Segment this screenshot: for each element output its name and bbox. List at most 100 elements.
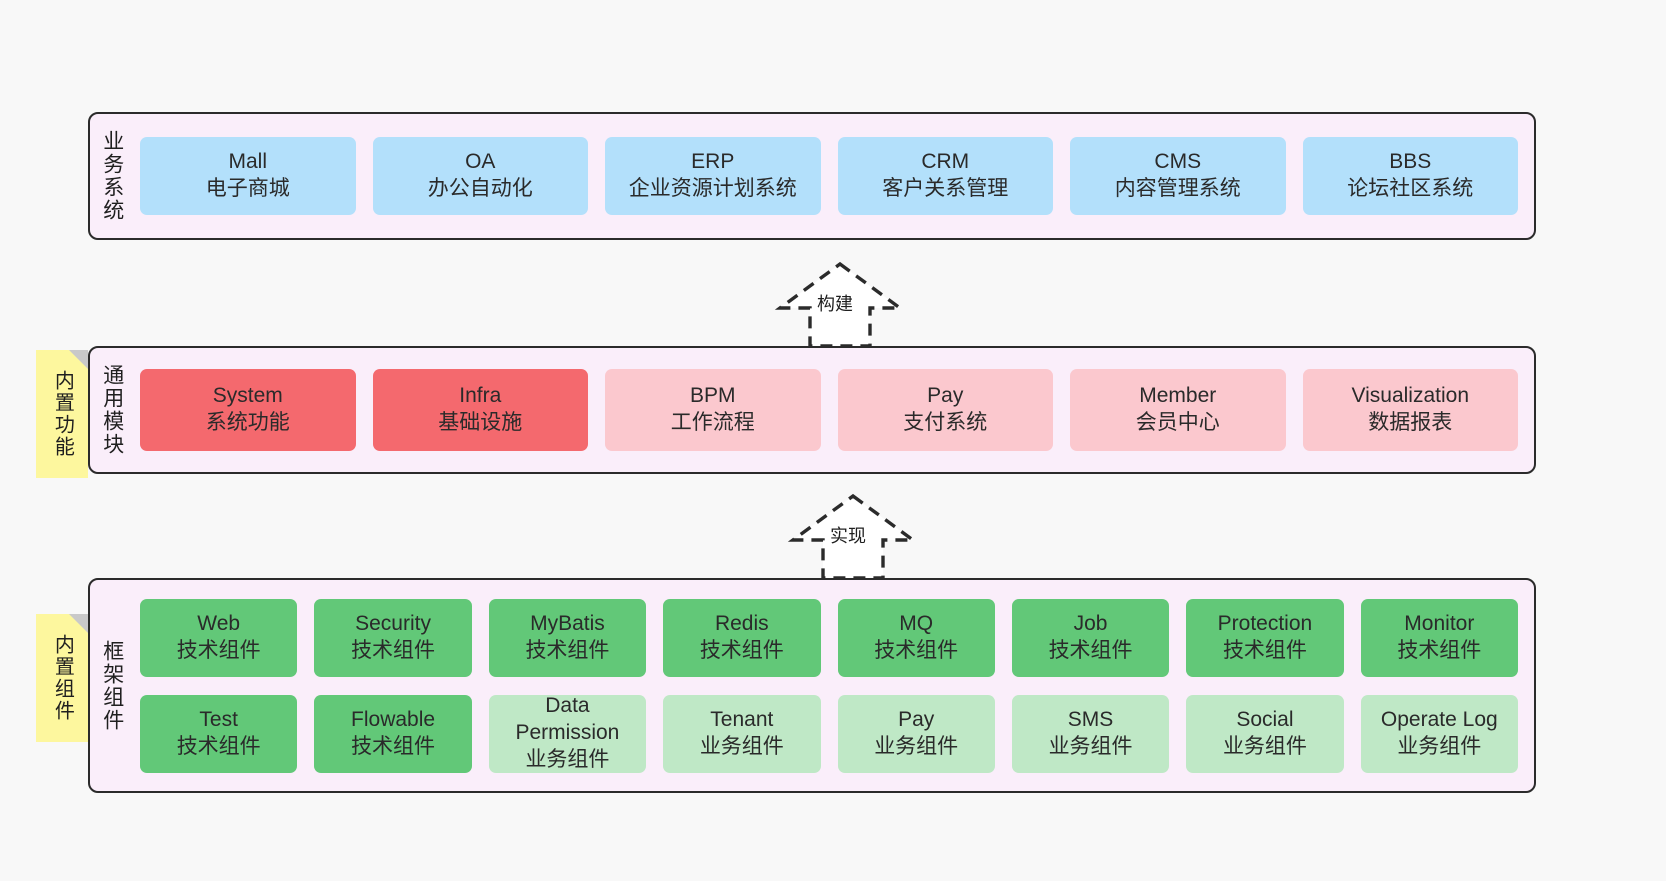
card-system[interactable]: System 系统功能 [140, 369, 356, 451]
card-title-cn: 业务组件 [525, 747, 610, 771]
card-title-cn: 工作流程 [670, 411, 755, 434]
arrow-build-label: 构建 [817, 294, 853, 314]
card-title-cn: 技术组件 [1397, 638, 1482, 662]
card-mq[interactable]: MQ 技术组件 [837, 598, 995, 677]
card-title-cn: 技术组件 [1222, 638, 1307, 662]
card-title-cn: 技术组件 [525, 638, 610, 662]
card-title-en: Infra [459, 384, 502, 408]
card-title-cn: 数据报表 [1368, 411, 1453, 434]
card-social[interactable]: Social 业务组件 [1186, 694, 1344, 773]
note-builtin-features: 内置功能 [36, 350, 88, 478]
card-title-cn: 会员中心 [1135, 411, 1220, 434]
note-builtin-components: 内置组件 [36, 614, 88, 742]
card-title-en: Test [199, 707, 238, 731]
card-title-en: Visualization [1351, 384, 1470, 408]
card-infra[interactable]: Infra 基础设施 [372, 369, 588, 451]
card-flowable[interactable]: Flowable 技术组件 [314, 694, 472, 773]
layer-body-business: Mall 电子商城 OA 办公自动化 ERP 企业资源计划系统 CRM 客户关系… [134, 114, 1534, 238]
card-erp[interactable]: ERP 企业资源计划系统 [605, 137, 821, 215]
card-title-cn: 客户关系管理 [882, 177, 1009, 200]
card-title-en: System [212, 384, 283, 408]
card-title-cn: 技术组件 [176, 734, 261, 758]
arrow-build: 构建 [755, 258, 925, 350]
card-title-cn: 技术组件 [1048, 638, 1133, 662]
business-card-row: Mall 电子商城 OA 办公自动化 ERP 企业资源计划系统 CRM 客户关系… [140, 137, 1518, 215]
card-pay-module[interactable]: Pay 支付系统 [837, 369, 1053, 451]
card-title-en: MQ [899, 611, 934, 635]
card-security[interactable]: Security 技术组件 [314, 598, 472, 677]
card-monitor[interactable]: Monitor 技术组件 [1360, 598, 1518, 677]
card-title-en: Job [1073, 611, 1108, 635]
card-title-en: Member [1139, 384, 1217, 408]
card-title-en: Monitor [1404, 611, 1475, 635]
card-title-cn: 技术组件 [351, 638, 436, 662]
card-title-en: SMS [1067, 707, 1114, 731]
note-builtin-features-label: 内置功能 [51, 370, 74, 458]
card-title-en: Security [355, 611, 431, 635]
card-title-cn: 业务组件 [699, 734, 784, 758]
card-title-en: Data Permission [515, 694, 620, 745]
card-mall[interactable]: Mall 电子商城 [140, 137, 356, 215]
card-title-en: Redis [714, 611, 769, 635]
card-data-permission[interactable]: Data Permission 业务组件 [488, 694, 647, 773]
card-operate-log[interactable]: Operate Log 业务组件 [1360, 694, 1518, 773]
card-redis[interactable]: Redis 技术组件 [663, 598, 821, 677]
card-title-cn: 系统功能 [205, 411, 290, 434]
card-title-cn: 业务组件 [874, 734, 959, 758]
layer-label-common: 通用模块 [100, 364, 124, 456]
card-title-en: MyBatis [530, 611, 605, 635]
card-title-cn: 论坛社区系统 [1347, 177, 1474, 200]
card-title-en: Web [197, 611, 241, 635]
card-title-cn: 技术组件 [351, 734, 436, 758]
card-title-cn: 技术组件 [874, 638, 959, 662]
card-title-cn: 基础设施 [438, 411, 523, 434]
card-title-en: Pay [898, 707, 935, 731]
card-title-cn: 技术组件 [176, 638, 261, 662]
card-title-en: CRM [921, 150, 970, 174]
card-title-en: Flowable [351, 707, 436, 731]
card-title-cn: 办公自动化 [427, 177, 533, 200]
card-mybatis[interactable]: MyBatis 技术组件 [488, 598, 647, 677]
card-title-cn: 业务组件 [1397, 734, 1482, 758]
card-pay-component[interactable]: Pay 业务组件 [837, 694, 995, 773]
common-card-row: System 系统功能 Infra 基础设施 BPM 工作流程 Pay 支付系统… [140, 369, 1518, 451]
card-title-en: Operate Log [1380, 707, 1498, 731]
card-bpm[interactable]: BPM 工作流程 [605, 369, 821, 451]
card-tenant[interactable]: Tenant 业务组件 [663, 694, 821, 773]
card-web[interactable]: Web 技术组件 [140, 598, 298, 677]
card-bbs[interactable]: BBS 论坛社区系统 [1302, 137, 1518, 215]
layer-business-systems: 业务系统 Mall 电子商城 OA 办公自动化 ERP 企业资源计划系统 CRM [88, 112, 1536, 240]
arrow-implement-label: 实现 [830, 526, 866, 546]
card-job[interactable]: Job 技术组件 [1011, 598, 1170, 677]
arrow-build-shape [774, 261, 906, 348]
arrow-implement-shape [787, 493, 919, 580]
card-protection[interactable]: Protection 技术组件 [1186, 598, 1344, 677]
arrow-implement: 实现 [768, 490, 938, 582]
layer-common-modules: 通用模块 System 系统功能 Infra 基础设施 BPM 工作流程 Pay [88, 346, 1536, 474]
layer-label-framework: 框架组件 [100, 639, 124, 732]
layer-body-framework: Web 技术组件 Security 技术组件 MyBatis 技术组件 Redi… [134, 580, 1534, 791]
card-visualization[interactable]: Visualization 数据报表 [1302, 369, 1518, 451]
card-test[interactable]: Test 技术组件 [140, 694, 298, 773]
layer-label-business: 业务系统 [100, 130, 124, 222]
note-builtin-components-label: 内置组件 [51, 634, 74, 722]
card-oa[interactable]: OA 办公自动化 [372, 137, 588, 215]
card-title-en: Tenant [710, 707, 774, 731]
card-title-cn: 技术组件 [699, 638, 784, 662]
card-title-cn: 企业资源计划系统 [628, 177, 797, 200]
card-sms[interactable]: SMS 业务组件 [1011, 694, 1170, 773]
card-title-cn: 业务组件 [1222, 734, 1307, 758]
card-cms[interactable]: CMS 内容管理系统 [1070, 137, 1286, 215]
card-title-cn: 业务组件 [1048, 734, 1133, 758]
card-crm[interactable]: CRM 客户关系管理 [837, 137, 1053, 215]
card-title-en: BBS [1389, 150, 1432, 174]
card-title-cn: 内容管理系统 [1114, 177, 1241, 200]
card-title-en: CMS [1154, 150, 1202, 174]
card-title-en: ERP [691, 150, 735, 174]
card-title-en: Protection [1217, 611, 1313, 635]
layer-framework-components: 框架组件 Web 技术组件 Security 技术组件 MyBatis 技术组件… [88, 578, 1536, 793]
layer-body-common: System 系统功能 Infra 基础设施 BPM 工作流程 Pay 支付系统… [134, 348, 1534, 472]
card-member[interactable]: Member 会员中心 [1070, 369, 1286, 451]
card-title-en: OA [465, 150, 496, 174]
